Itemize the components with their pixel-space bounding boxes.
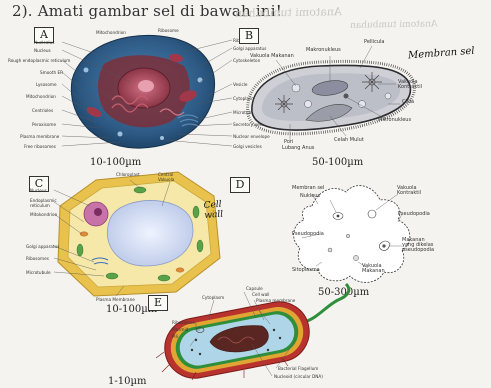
panel-e-label-capsule: Capsule [246, 286, 263, 291]
panel-e-label-flagellum: Bacterial Flagellum [278, 366, 318, 371]
panel-e-label-nucleoid: Nucleoid (circular DNA) [274, 374, 323, 379]
panel-e-label-pili: Pili [172, 334, 178, 339]
panel-e-label-cell-wall: Cell wall [252, 292, 269, 297]
panel-e-label-plasmid: Plasmid [172, 327, 188, 332]
panel-e-size: 1-10µm [108, 376, 146, 387]
panel-e-label-ribosomes: Ribosomes [172, 320, 195, 325]
panel-e-label-cytoplasm: Cytoplasm [202, 295, 224, 300]
panel-e-label-plasma-membrane: Plasma membrane [256, 298, 295, 303]
